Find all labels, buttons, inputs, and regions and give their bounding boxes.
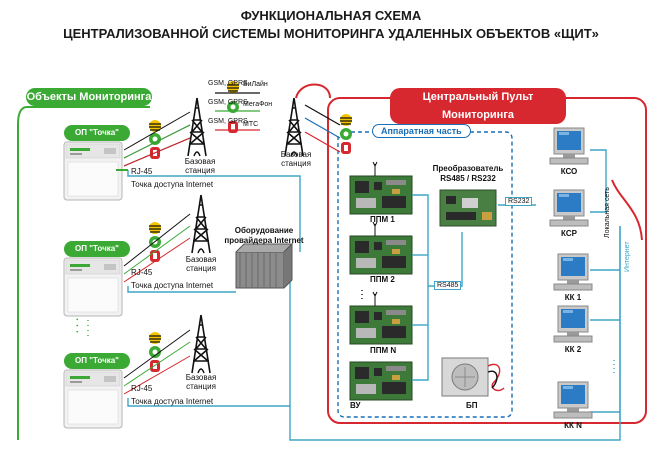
base-station-4a: Базовая	[185, 373, 217, 382]
kk2-label: КК 2	[564, 345, 582, 354]
kk1-label: КК 1	[564, 293, 582, 302]
base-station-2b: станция	[281, 159, 311, 168]
gsm-label-2: GSM, GPRS	[208, 99, 248, 106]
gsm-label-1: GSM, GPRS	[208, 80, 248, 87]
bp-label: БП	[466, 401, 478, 410]
site-label-3: ОП "Точка"	[64, 353, 130, 369]
objects-ellipsis: · · ·	[71, 318, 82, 334]
objects-header: Объекты Мониторинга	[26, 88, 152, 106]
access-point-label-2: Точка доступа Internet	[131, 281, 214, 290]
megafon-label: МегаФон	[243, 101, 273, 108]
vu-label: ВУ	[350, 401, 361, 410]
kkn-label: КК N	[564, 421, 582, 430]
ppm1-label: ППМ 1	[370, 215, 395, 224]
access-point-label-3: Точка доступа Internet	[131, 397, 214, 406]
central-header: Центральный Пульт Мониторинга	[390, 88, 566, 124]
diagram-title-line1: ФУНКЦИОНАЛЬНАЯ СХЕМА	[240, 8, 422, 23]
site-label-1: ОП "Точка"	[64, 125, 130, 141]
access-point-label-1: Точка доступа Internet	[131, 180, 214, 189]
beeline-label: БиЛайн	[243, 81, 268, 88]
rs232-label: RS232	[505, 197, 533, 206]
converter-label-2: RS485 / RS232	[440, 174, 496, 183]
ksr-label: КСР	[561, 229, 577, 238]
provider-label-2: провайдера Internet	[224, 236, 304, 245]
ppm2-label: ППМ 2	[370, 275, 395, 284]
hardware-header: Аппаратная часть	[372, 124, 471, 138]
base-station-1a: Базовая	[184, 157, 216, 166]
provider-label-1: Оборудование	[234, 226, 294, 235]
base-station-3a: Базовая	[185, 255, 217, 264]
rj45-label-3: RJ-45	[131, 384, 153, 393]
rj45-label-2: RJ-45	[131, 268, 153, 277]
base-station-4b: станция	[186, 382, 216, 391]
ppmn-label: ППМ N	[370, 346, 397, 355]
converter-label-1: Преобразователь	[432, 164, 504, 173]
gsm-label-3: GSM, GPRS	[208, 118, 248, 125]
site-label-2: ОП "Точка"	[64, 241, 130, 257]
base-station-2a: Базовая	[280, 150, 312, 159]
rs485-label: RS485	[434, 281, 462, 290]
base-station-1b: станция	[185, 166, 215, 175]
kso-label: КСО	[560, 167, 578, 176]
mts-label: МТС	[243, 121, 259, 128]
internet-label: Интернет	[624, 241, 631, 272]
lan-label: Локальная сеть	[604, 187, 611, 238]
diagram-title-line2: ЦЕНТРАЛИЗОВАННОЙ СИСТЕМЫ МОНИТОРИНГА УДА…	[63, 26, 599, 41]
rj45-label-1: RJ-45	[131, 167, 153, 176]
base-station-3b: станция	[186, 264, 216, 273]
